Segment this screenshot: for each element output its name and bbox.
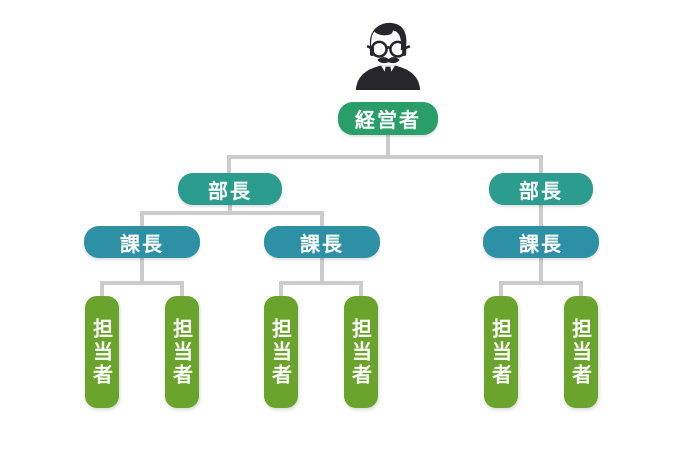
connector-line [539, 205, 543, 228]
connector-line [227, 155, 231, 175]
connector-line [539, 258, 543, 285]
node-staff-5: 担当者 [484, 296, 518, 408]
connector-line [320, 258, 324, 285]
connector-line [539, 155, 543, 175]
node-section-manager-1: 課長 [84, 226, 200, 258]
connector-line [386, 135, 390, 157]
node-staff-3: 担当者 [264, 296, 298, 408]
node-section-manager-3: 課長 [483, 226, 599, 258]
node-staff-6: 担当者 [564, 296, 598, 408]
node-section-manager-2: 課長 [264, 226, 380, 258]
connector-line [100, 281, 184, 285]
connector-line [279, 281, 363, 285]
connector-line [279, 281, 283, 296]
node-staff-4: 担当者 [344, 296, 378, 408]
connector-line [499, 281, 503, 296]
connector-line [227, 155, 543, 159]
connector-line [100, 281, 104, 296]
node-staff-1: 担当者 [85, 296, 119, 408]
node-executive: 経営者 [338, 102, 438, 135]
connector-line [140, 258, 144, 285]
connector-line [320, 211, 324, 228]
connector-line [359, 281, 363, 296]
connector-line [140, 211, 324, 215]
connector-line [180, 281, 184, 296]
connector-line [499, 281, 583, 285]
connector-line [579, 281, 583, 296]
node-staff-2: 担当者 [165, 296, 199, 408]
node-department-manager-1: 部長 [178, 173, 282, 205]
connector-line [228, 205, 232, 214]
connector-line [140, 211, 144, 228]
businessman-icon [355, 22, 421, 91]
node-department-manager-2: 部長 [489, 173, 593, 205]
